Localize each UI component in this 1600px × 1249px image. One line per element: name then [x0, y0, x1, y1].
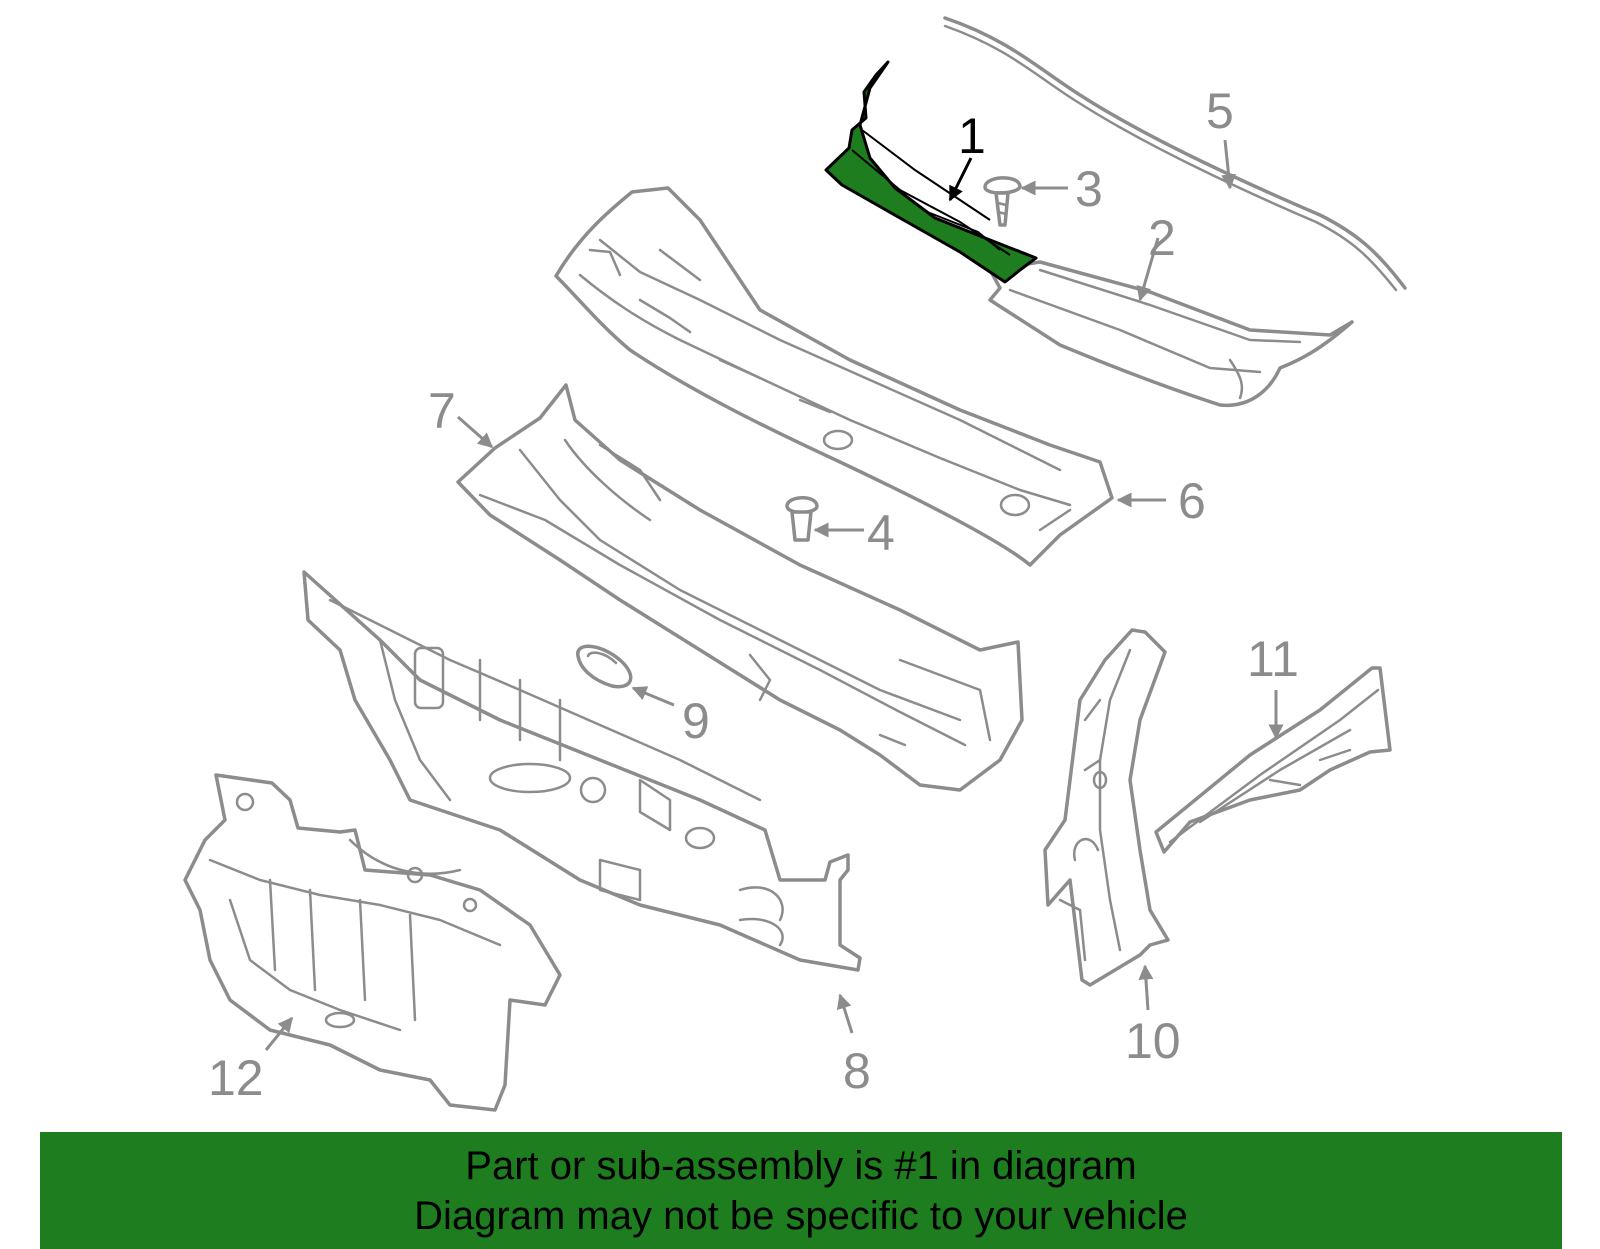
part-8-dash-panel[interactable]: [302, 570, 862, 972]
callout-11: 11: [1247, 631, 1299, 687]
callout-5: 5: [1206, 83, 1234, 139]
callout-8: 8: [843, 1043, 871, 1099]
part-4-grommet[interactable]: [785, 496, 819, 542]
callout-10: 10: [1125, 1013, 1181, 1069]
part-9-plug[interactable]: [576, 644, 633, 689]
banner-line-disclaimer: Diagram may not be specific to your vehi…: [414, 1193, 1188, 1238]
part-10-pillar-inner[interactable]: [1043, 628, 1170, 987]
part-1-cowl-grille[interactable]: [824, 60, 1038, 284]
callout-labels: 1 2 3 4 5 6 7 8 9 10 11 12: [208, 83, 1299, 1106]
callout-2: 2: [1148, 210, 1176, 266]
callout-9: 9: [682, 693, 710, 749]
part-3-clip[interactable]: [983, 176, 1022, 227]
callout-4: 4: [867, 505, 895, 561]
part-11-bracket[interactable]: [1154, 666, 1392, 854]
callout-6: 6: [1178, 473, 1206, 529]
callout-7: 7: [428, 383, 456, 439]
part-7-dash-upper[interactable]: [456, 383, 1024, 792]
part-2-cowl-panel[interactable]: [988, 260, 1354, 408]
parts-diagram: 1 2 3 4 5 6 7 8 9 10 11 12: [183, 16, 1407, 1112]
callout-3: 3: [1075, 161, 1103, 217]
disclaimer-banner: Part or sub-assembly is #1 in diagram Di…: [40, 1132, 1562, 1249]
callout-12: 12: [208, 1050, 264, 1106]
callout-leaders: [264, 139, 1284, 1051]
callout-1: 1: [958, 108, 986, 164]
part-5-seal[interactable]: [943, 16, 1407, 292]
part-6-cowl-reinforcement[interactable]: [554, 186, 1114, 567]
banner-line-part: Part or sub-assembly is #1 in diagram: [465, 1143, 1137, 1188]
